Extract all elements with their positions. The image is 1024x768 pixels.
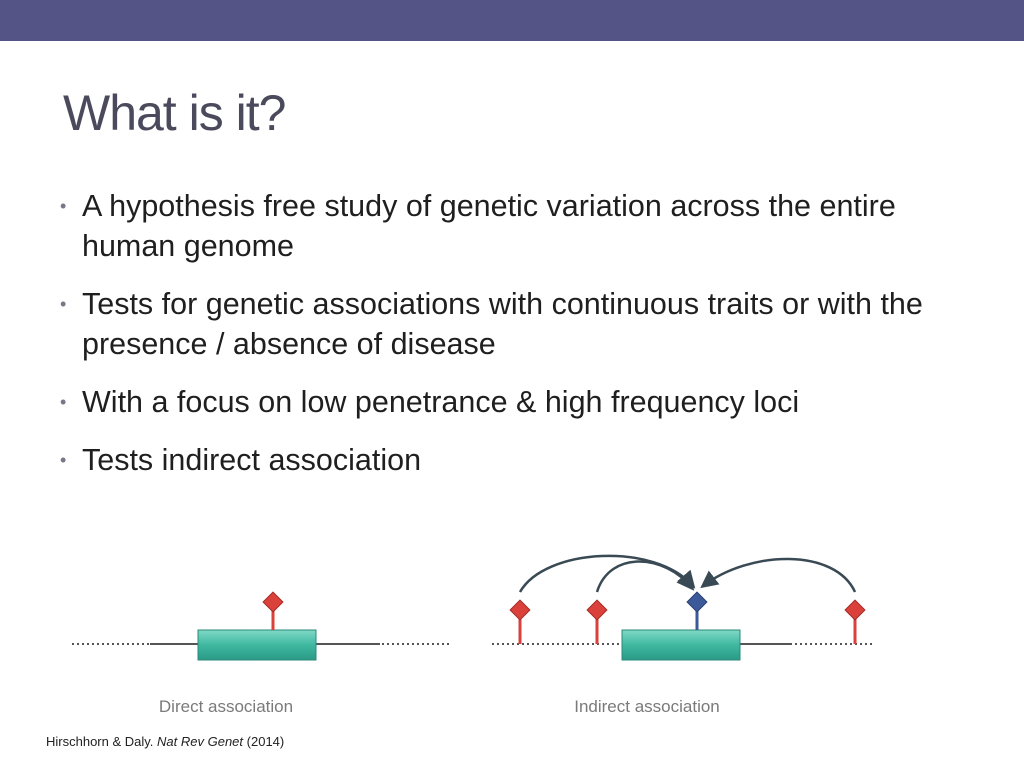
causal-variant-marker [262,591,284,613]
marker-snp-3 [844,599,866,621]
bullet-item: • A hypothesis free study of genetic var… [60,186,940,266]
citation-authors: Hirschhorn & Daly. [46,734,154,749]
bullet-item: • Tests for genetic associations with co… [60,284,940,364]
indirect-association-diagram: Indirect association [492,554,872,716]
bullet-item: • With a focus on low penetrance & high … [60,382,940,422]
marker-snp-1 [509,599,531,621]
citation-year: (2014) [246,734,285,749]
bullet-text: Tests for genetic associations with cont… [82,287,923,361]
direct-caption: Direct association [159,697,293,716]
bullet-icon: • [60,450,67,470]
ld-arrow [595,560,695,593]
causal-variant-marker [686,591,708,613]
bullet-icon: • [60,196,67,216]
association-figure: Direct association Indirect association [72,554,872,716]
citation: Hirschhorn & Daly. Nat Rev Genet (2014) [46,734,284,749]
marker-snp-2 [586,599,608,621]
gene-box [621,629,741,661]
bullet-list: • A hypothesis free study of genetic var… [60,186,940,498]
bullet-text: Tests indirect association [82,443,422,477]
bullet-icon: • [60,392,67,412]
indirect-caption: Indirect association [574,697,720,716]
bullet-text: A hypothesis free study of genetic varia… [82,189,896,263]
ld-arrow [700,557,857,593]
slide-title: What is it? [63,85,286,141]
citation-journal: Nat Rev Genet [157,734,244,749]
direct-association-diagram: Direct association [72,591,452,716]
bullet-icon: • [60,294,67,314]
header-bar [0,0,1024,41]
bullet-text: With a focus on low penetrance & high fr… [82,385,800,419]
gene-box [197,629,317,661]
bullet-item: • Tests indirect association [60,440,940,480]
